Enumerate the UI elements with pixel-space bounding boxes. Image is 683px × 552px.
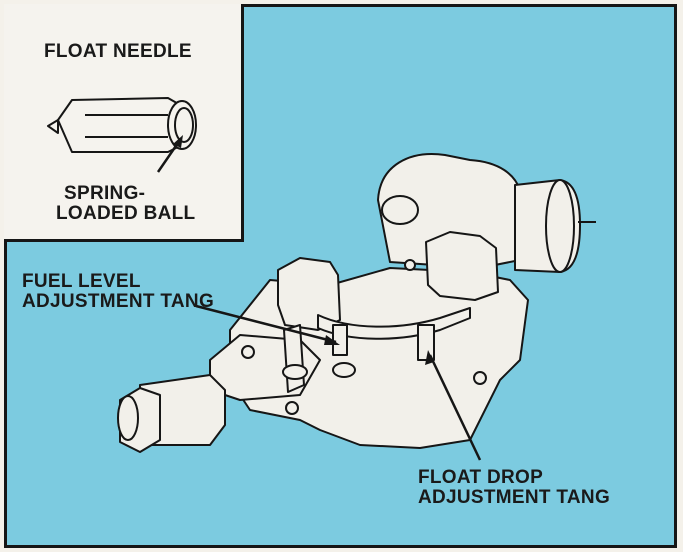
float-needle-title: FLOAT NEEDLE — [44, 41, 192, 62]
float-drop-label-line1: FLOAT DROP — [418, 467, 544, 488]
fuel-level-label-line1: FUEL LEVEL — [22, 271, 141, 292]
ball-label-line2: LOADED BALL — [56, 203, 196, 224]
float-drop-label-line2: ADJUSTMENT TANG — [418, 487, 611, 508]
fuel-level-label-line2: ADJUSTMENT TANG — [22, 291, 215, 312]
ball-label-line1: SPRING- — [64, 183, 146, 204]
